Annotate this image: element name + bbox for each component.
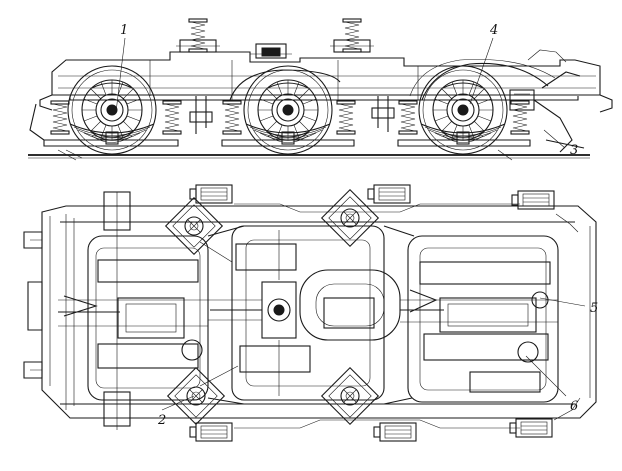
callout-label-6: 6 bbox=[570, 399, 578, 414]
callout-label-3: 3 bbox=[570, 143, 578, 158]
callout-leaders bbox=[115, 37, 586, 411]
side-elevation bbox=[28, 18, 613, 161]
plan-view bbox=[23, 184, 597, 442]
callout-label-2: 2 bbox=[157, 413, 166, 428]
callout-label-4: 4 bbox=[489, 23, 498, 38]
callout-label-1: 1 bbox=[120, 23, 128, 38]
callout-label-5: 5 bbox=[590, 301, 598, 316]
